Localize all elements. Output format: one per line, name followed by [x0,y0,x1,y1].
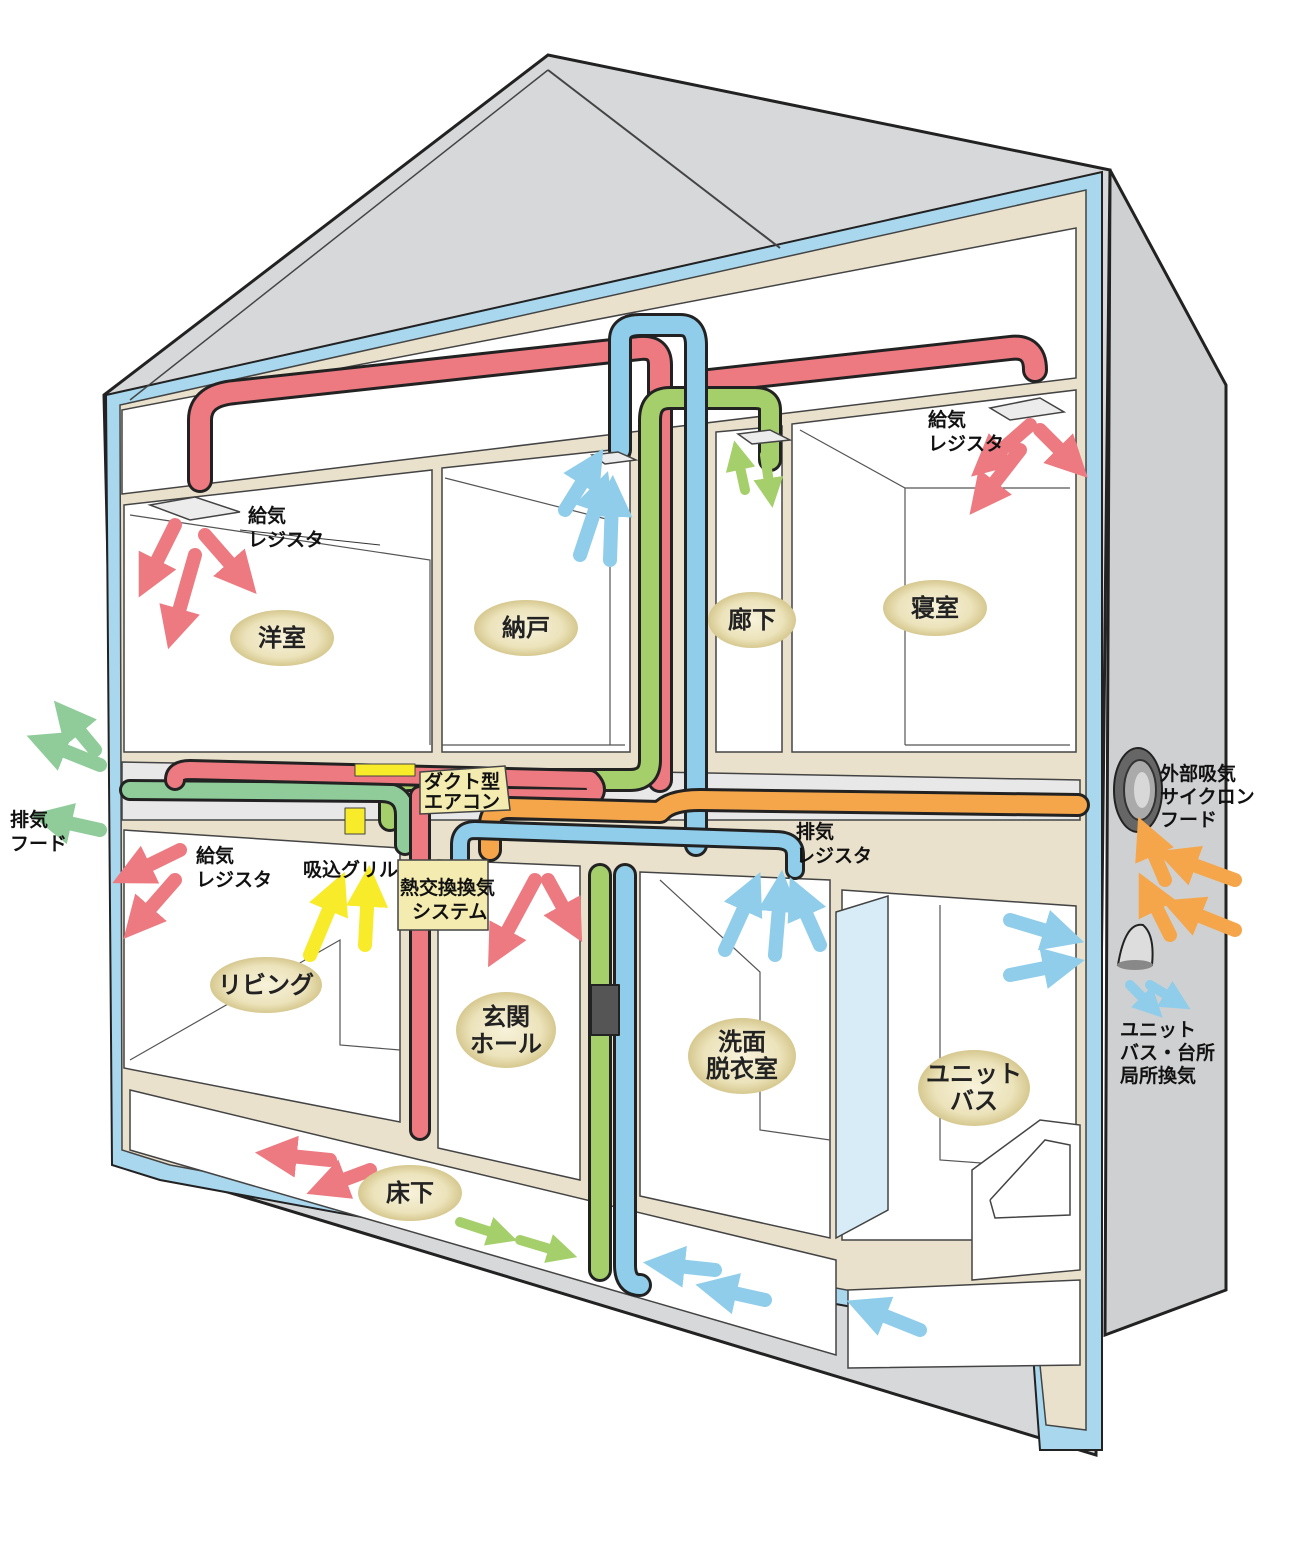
intake-grill-label: 吸込グリル [303,858,398,881]
arrow-underfloor [306,1159,377,1199]
arrow-supply [971,418,1037,477]
heat-exchange-label-2: システム [412,901,487,923]
arrow-exhaust [1003,910,1085,951]
arrow-hallway [725,440,756,495]
arrow-exhaust-out [53,700,102,757]
badge-entrance: 玄関 ホール [456,992,556,1068]
room-label-unitbath-1: ユニット [926,1060,1022,1088]
outside-intake-hood [1113,747,1163,833]
ducts [119,313,1090,1297]
room-label-storage: 納戸 [502,614,550,642]
outside-hood-label-3: フード [1160,809,1217,831]
supply-register-bedroom-label-1: 給気 [928,408,966,431]
supply-register-label-2: レジスタ [248,529,324,551]
arrow-exhaust-out [1125,980,1163,1018]
arrow-underfloor [515,1234,578,1263]
arrow-supply [969,443,1027,515]
arrow-underfloor [695,1273,772,1315]
arrow-supply [198,528,257,594]
room-label-western: 洋室 [258,624,306,652]
badge-storage: 納戸 [474,600,578,656]
house-side-face [1103,169,1228,1338]
badge-unitbath: ユニット バス [918,1050,1030,1126]
supply-register-label-1: 給気 [248,504,286,527]
room-label-living: リビング [218,971,314,999]
outside-hood-label-1: 外部吸気 [1160,762,1236,785]
outside-hood-label-2: サイクロン [1160,786,1255,808]
exhaust-register-label-2: レジスタ [796,845,872,867]
duct-ac-label-1: ダクト型 [424,770,500,793]
room-label-washroom-2: 脱衣室 [706,1055,778,1083]
arrow-supply [159,548,202,650]
badge-hallway: 廊下 [708,592,796,648]
badge-washroom: 洗面 脱衣室 [688,1018,796,1094]
exhaust-hood-label-1: 排気 [10,808,48,831]
arrow-supply [112,843,187,884]
exhaust-hood-label-2: フード [10,833,67,855]
room-label-hallway: 廊下 [728,606,776,634]
heat-exchange-label-1: 熱交換換気 [400,876,495,899]
arrow-exhaust [590,474,633,567]
heat-exchange-unit: 熱交換換気 システム [397,859,495,931]
arrow-underfloor [455,1217,518,1246]
arrow-exhaust-out [26,731,107,772]
arrow-intake [1156,846,1242,887]
arrow-return [303,871,348,962]
duct-ac-label-2: エアコン [424,791,500,813]
arrow-exhaust [1003,947,1085,989]
room-label-unitbath-2: バス [950,1087,998,1115]
badge-bedroom: 寝室 [883,580,987,636]
arrow-intake [1138,872,1177,942]
room-label-underfloor: 床下 [386,1179,434,1207]
supply-register-living-label-2: レジスタ [196,869,272,891]
room-label-washroom-1: 洗面 [718,1028,766,1056]
arrow-underfloor [254,1135,337,1178]
badge-living: リビング [210,957,322,1013]
exhaust-register-label-1: 排気 [796,820,834,843]
arrow-exhaust-out [1145,980,1191,1010]
arrow-supply [123,873,182,939]
local-exhaust-label-2: バス・台所 [1120,1041,1215,1064]
badge-western: 洋室 [230,610,334,666]
badge-underfloor: 床下 [358,1165,462,1221]
arrow-exhaust [757,869,800,962]
arrow-hallway [753,450,784,508]
supply-register-bedroom-label-2: レジスタ [928,433,1004,455]
arrow-supply [1033,423,1088,478]
duct-ac-unit: ダクト型 エアコン [419,765,511,815]
arrow-return [346,864,389,952]
room-label-entrance-1: 玄関 [482,1003,530,1031]
room-label-bedroom: 寝室 [911,594,959,622]
arrow-exhaust [718,872,763,957]
local-exhaust-label-1: ユニット [1120,1019,1196,1041]
arrow-exhaust-out [30,803,107,845]
airflow-arrows [26,418,1242,1337]
local-exhaust-hood [1116,923,1154,970]
supply-register-living-label-1: 給気 [196,844,234,867]
arrow-exhaust [787,876,827,952]
arrow-supply [138,518,182,598]
arrow-supply [541,873,583,943]
arrow-underfloor [642,1245,722,1288]
room-label-entrance-2: ホール [470,1030,542,1058]
arrow-intake [1161,896,1242,937]
arrow-supply [488,873,542,968]
local-exhaust-label-3: 局所換気 [1120,1064,1196,1087]
arrow-underfloor [846,1296,927,1337]
callouts: 給気 レジスタ 給気 レジスタ 給気 レジスタ 排気 フード 排気 レジスタ 吸… [10,408,1255,1087]
room-badges: 洋室 納戸 廊下 寝室 リビング 玄関 ホール 洗面 脱衣室 [210,580,1030,1221]
